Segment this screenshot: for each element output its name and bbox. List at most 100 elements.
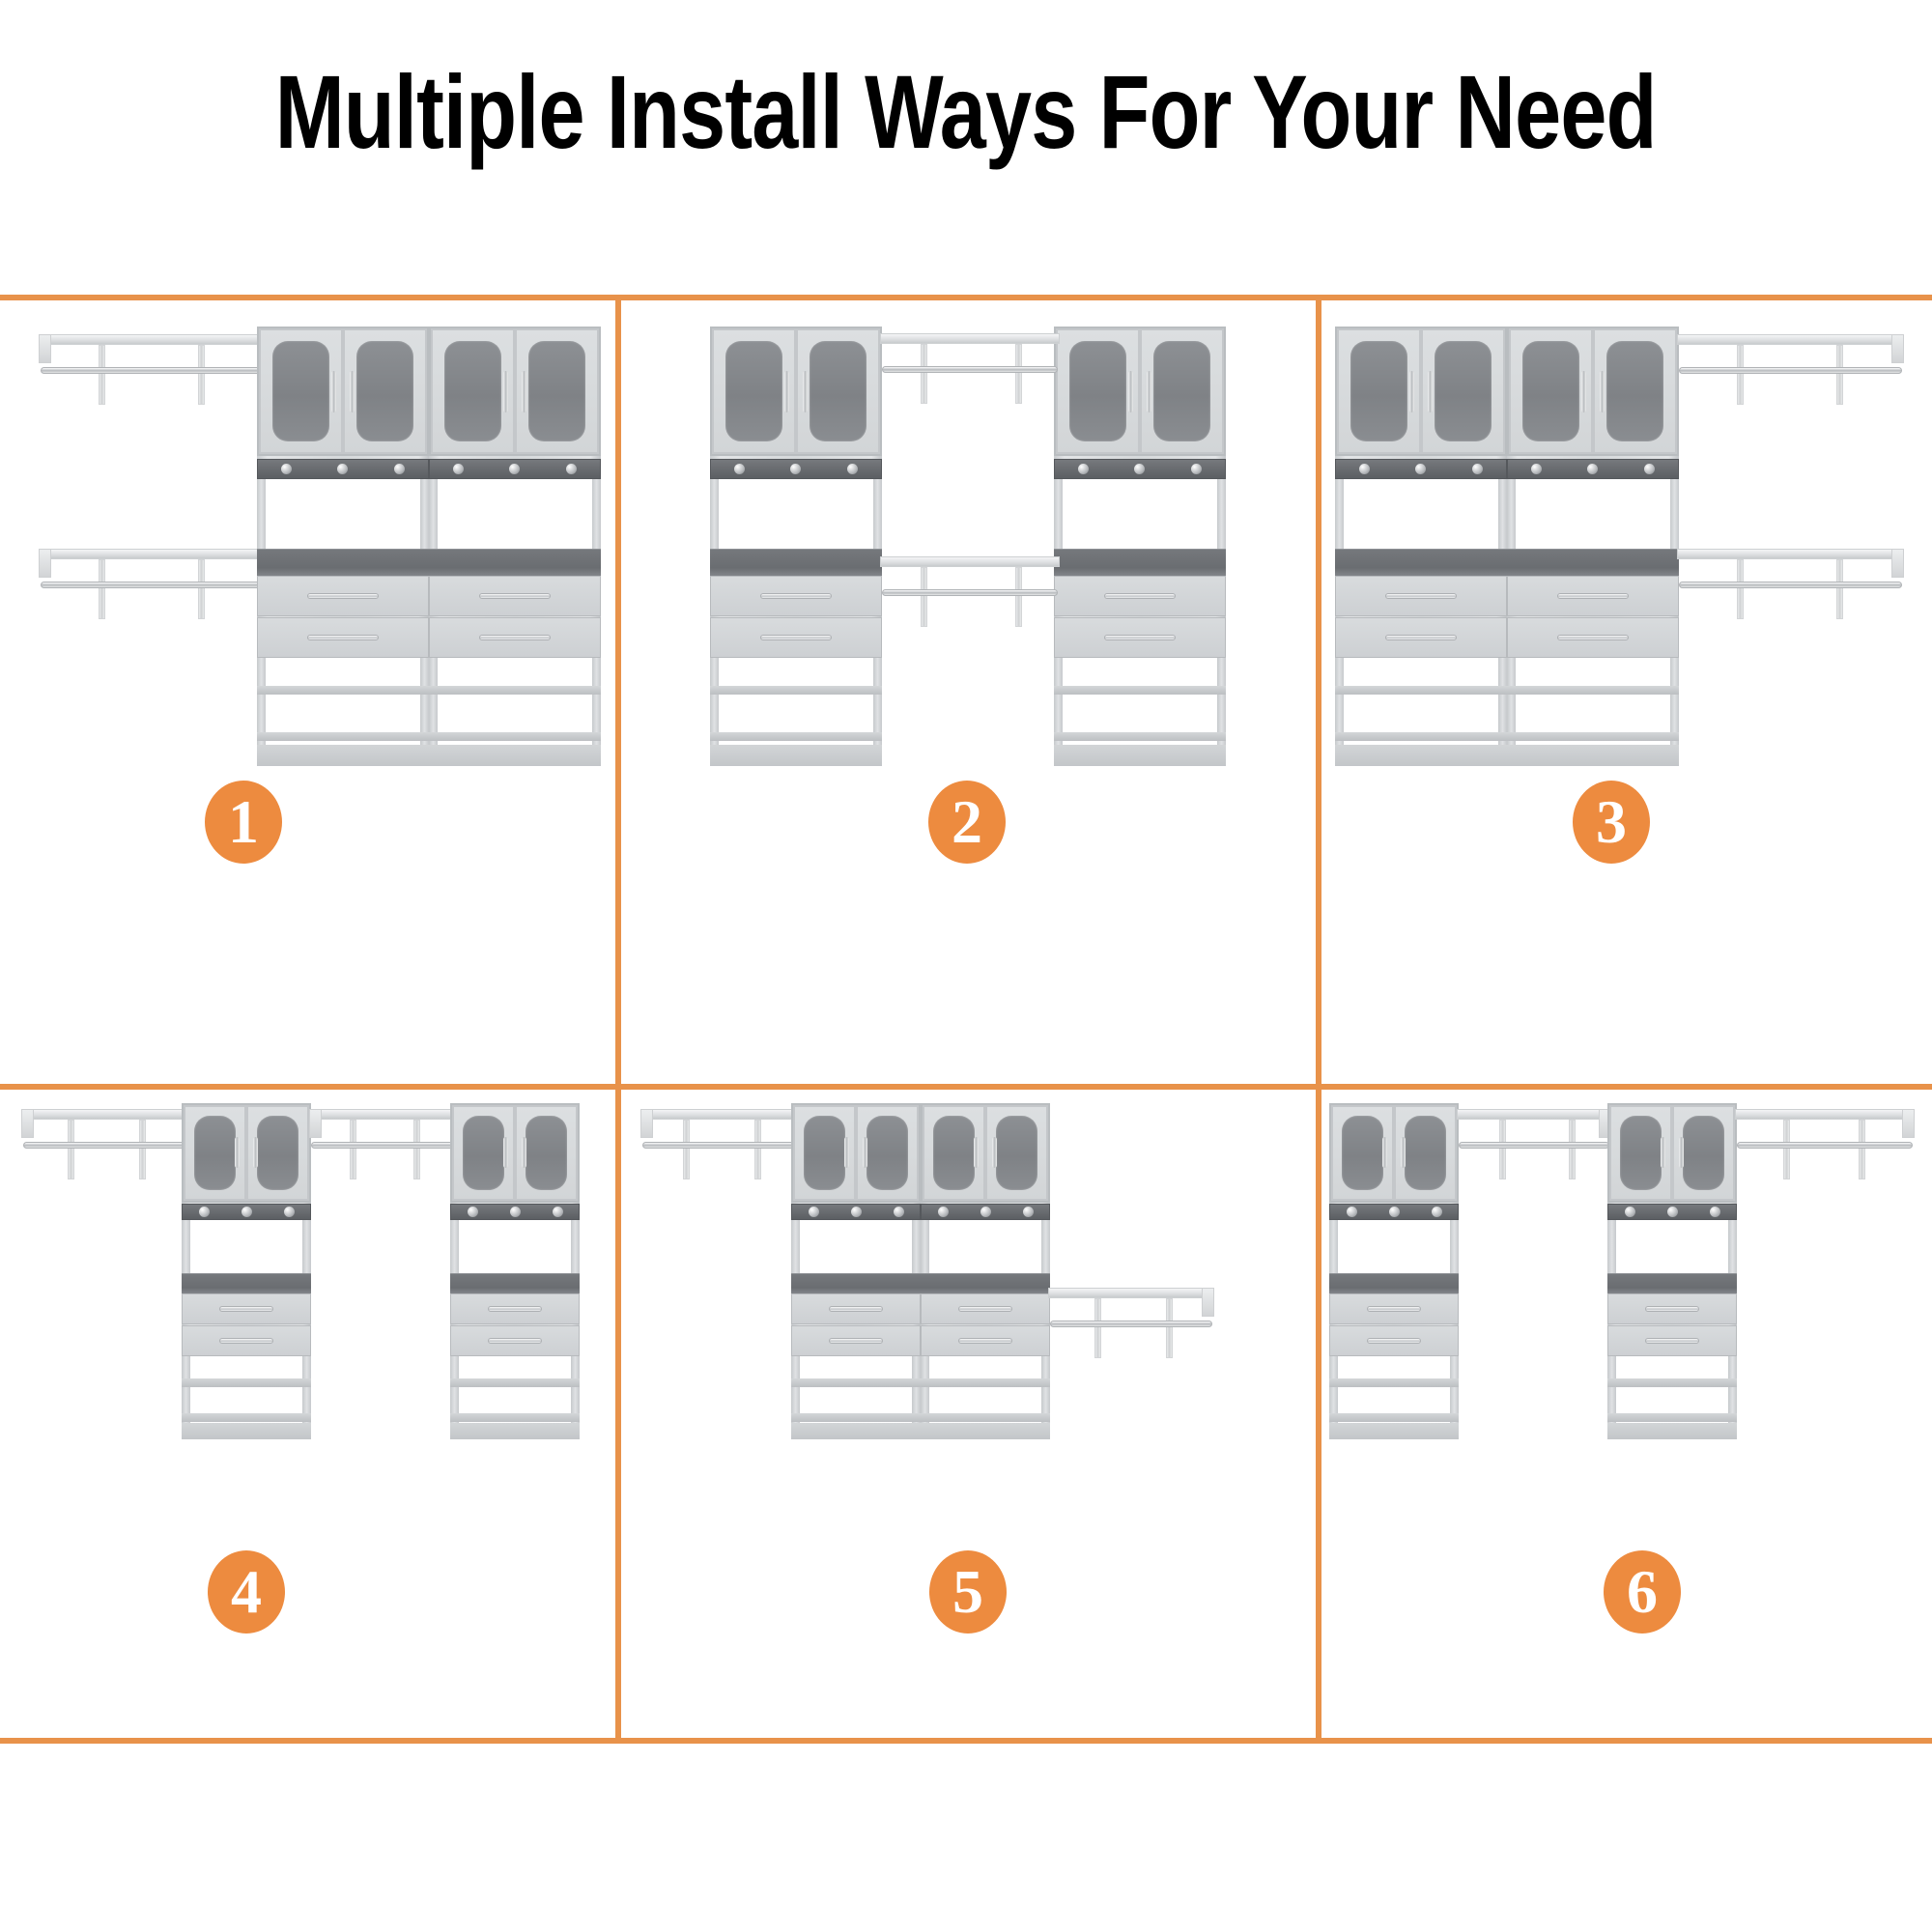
cabinet-door-left[interactable] xyxy=(1609,1105,1672,1201)
cabinet-door-right[interactable] xyxy=(1593,328,1677,455)
drawer-2[interactable] xyxy=(429,616,601,659)
drawer-handle-icon[interactable] xyxy=(958,1338,1012,1345)
cabinet-door-right[interactable] xyxy=(1421,328,1505,455)
drawer-2[interactable] xyxy=(1507,616,1679,659)
drawer-2[interactable] xyxy=(257,616,429,659)
upper-cabinet[interactable] xyxy=(257,327,429,457)
cabinet-door-left[interactable] xyxy=(712,328,796,455)
cabinet-handle-icon[interactable] xyxy=(803,370,808,412)
drawer-2[interactable] xyxy=(1335,616,1507,659)
drawer-handle-icon[interactable] xyxy=(760,592,832,599)
drawer-handle-icon[interactable] xyxy=(307,634,379,640)
hook-knob-icon[interactable] xyxy=(1530,463,1542,474)
hook-knob-icon[interactable] xyxy=(850,1207,862,1218)
hook-knob-icon[interactable] xyxy=(790,463,802,474)
drawer-1[interactable] xyxy=(1054,575,1226,616)
cabinet-handle-icon[interactable] xyxy=(1679,1137,1684,1169)
drawer-handle-icon[interactable] xyxy=(488,1338,542,1345)
drawer-handle-icon[interactable] xyxy=(219,1338,273,1345)
cabinet-door-right[interactable] xyxy=(1394,1105,1457,1201)
hook-knob-icon[interactable] xyxy=(1709,1207,1720,1218)
upper-cabinet[interactable] xyxy=(429,327,601,457)
drawer-handle-icon[interactable] xyxy=(488,1306,542,1313)
drawer-2[interactable] xyxy=(1329,1325,1459,1357)
closet-tower[interactable] xyxy=(182,1103,311,1439)
drawer-1[interactable] xyxy=(1335,575,1507,616)
upper-cabinet[interactable] xyxy=(791,1103,921,1203)
drawer-1[interactable] xyxy=(1329,1293,1459,1325)
drawer-handle-icon[interactable] xyxy=(479,592,551,599)
drawer-handle-icon[interactable] xyxy=(1385,634,1457,640)
drawer-1[interactable] xyxy=(257,575,429,616)
upper-cabinet[interactable] xyxy=(1335,327,1507,457)
cabinet-handle-icon[interactable] xyxy=(253,1137,258,1169)
hook-knob-icon[interactable] xyxy=(241,1207,252,1218)
hook-knob-icon[interactable] xyxy=(1587,463,1599,474)
drawer-handle-icon[interactable] xyxy=(1104,592,1176,599)
option-cell-1[interactable]: 1 xyxy=(0,300,615,1084)
cabinet-door-right[interactable] xyxy=(985,1105,1048,1201)
hook-knob-icon[interactable] xyxy=(1346,1207,1357,1218)
drawer-2[interactable] xyxy=(921,1325,1050,1357)
cabinet-door-right[interactable] xyxy=(1672,1105,1735,1201)
closet-tower[interactable] xyxy=(1507,327,1679,766)
cabinet-handle-icon[interactable] xyxy=(235,1137,240,1169)
cabinet-door-left[interactable] xyxy=(1509,328,1593,455)
cabinet-handle-icon[interactable] xyxy=(844,1137,849,1169)
cabinet-door-right[interactable] xyxy=(515,328,599,455)
hook-knob-icon[interactable] xyxy=(1415,463,1427,474)
cabinet-handle-icon[interactable] xyxy=(522,1137,526,1169)
closet-tower[interactable] xyxy=(1607,1103,1737,1439)
cabinet-door-left[interactable] xyxy=(923,1105,985,1201)
hook-knob-icon[interactable] xyxy=(394,463,406,474)
cabinet-handle-icon[interactable] xyxy=(1382,1137,1387,1169)
cabinet-door-left[interactable] xyxy=(452,1105,515,1201)
cabinet-door-right[interactable] xyxy=(246,1105,309,1201)
closet-tower[interactable] xyxy=(710,327,882,766)
hook-knob-icon[interactable] xyxy=(1431,1207,1442,1218)
hook-knob-icon[interactable] xyxy=(847,463,859,474)
cabinet-handle-icon[interactable] xyxy=(1581,370,1586,412)
drawer-2[interactable] xyxy=(182,1325,311,1357)
drawer-handle-icon[interactable] xyxy=(1557,634,1629,640)
closet-tower[interactable] xyxy=(1054,327,1226,766)
cabinet-handle-icon[interactable] xyxy=(522,370,526,412)
drawer-1[interactable] xyxy=(1607,1293,1737,1325)
upper-cabinet[interactable] xyxy=(1607,1103,1737,1203)
cabinet-handle-icon[interactable] xyxy=(992,1137,997,1169)
hook-knob-icon[interactable] xyxy=(467,1207,478,1218)
hook-knob-icon[interactable] xyxy=(1134,463,1146,474)
cabinet-handle-icon[interactable] xyxy=(1661,1137,1665,1169)
cabinet-handle-icon[interactable] xyxy=(863,1137,867,1169)
drawer-handle-icon[interactable] xyxy=(1104,634,1176,640)
hook-knob-icon[interactable] xyxy=(937,1207,949,1218)
drawer-1[interactable] xyxy=(450,1293,580,1325)
drawer-handle-icon[interactable] xyxy=(1385,592,1457,599)
cabinet-handle-icon[interactable] xyxy=(784,370,789,412)
cabinet-door-left[interactable] xyxy=(793,1105,856,1201)
drawer-handle-icon[interactable] xyxy=(1645,1338,1699,1345)
drawer-2[interactable] xyxy=(1607,1325,1737,1357)
closet-tower[interactable] xyxy=(257,327,429,766)
drawer-1[interactable] xyxy=(921,1293,1050,1325)
closet-tower[interactable] xyxy=(921,1103,1050,1439)
hook-knob-icon[interactable] xyxy=(1644,463,1656,474)
option-cell-5[interactable]: 5 xyxy=(621,1090,1316,1738)
hook-knob-icon[interactable] xyxy=(509,463,521,474)
cabinet-handle-icon[interactable] xyxy=(331,370,336,412)
hook-knob-icon[interactable] xyxy=(552,1207,563,1218)
drawer-handle-icon[interactable] xyxy=(829,1306,883,1313)
drawer-1[interactable] xyxy=(429,575,601,616)
cabinet-handle-icon[interactable] xyxy=(1600,370,1605,412)
cabinet-handle-icon[interactable] xyxy=(1428,370,1433,412)
upper-cabinet[interactable] xyxy=(1054,327,1226,457)
hook-knob-icon[interactable] xyxy=(808,1207,819,1218)
closet-tower[interactable] xyxy=(791,1103,921,1439)
cabinet-handle-icon[interactable] xyxy=(1147,370,1151,412)
cabinet-handle-icon[interactable] xyxy=(350,370,355,412)
hook-knob-icon[interactable] xyxy=(733,463,745,474)
option-cell-4[interactable]: 4 xyxy=(0,1090,615,1738)
cabinet-door-left[interactable] xyxy=(1331,1105,1394,1201)
cabinet-door-left[interactable] xyxy=(184,1105,246,1201)
option-cell-3[interactable]: 3 xyxy=(1321,300,1932,1084)
